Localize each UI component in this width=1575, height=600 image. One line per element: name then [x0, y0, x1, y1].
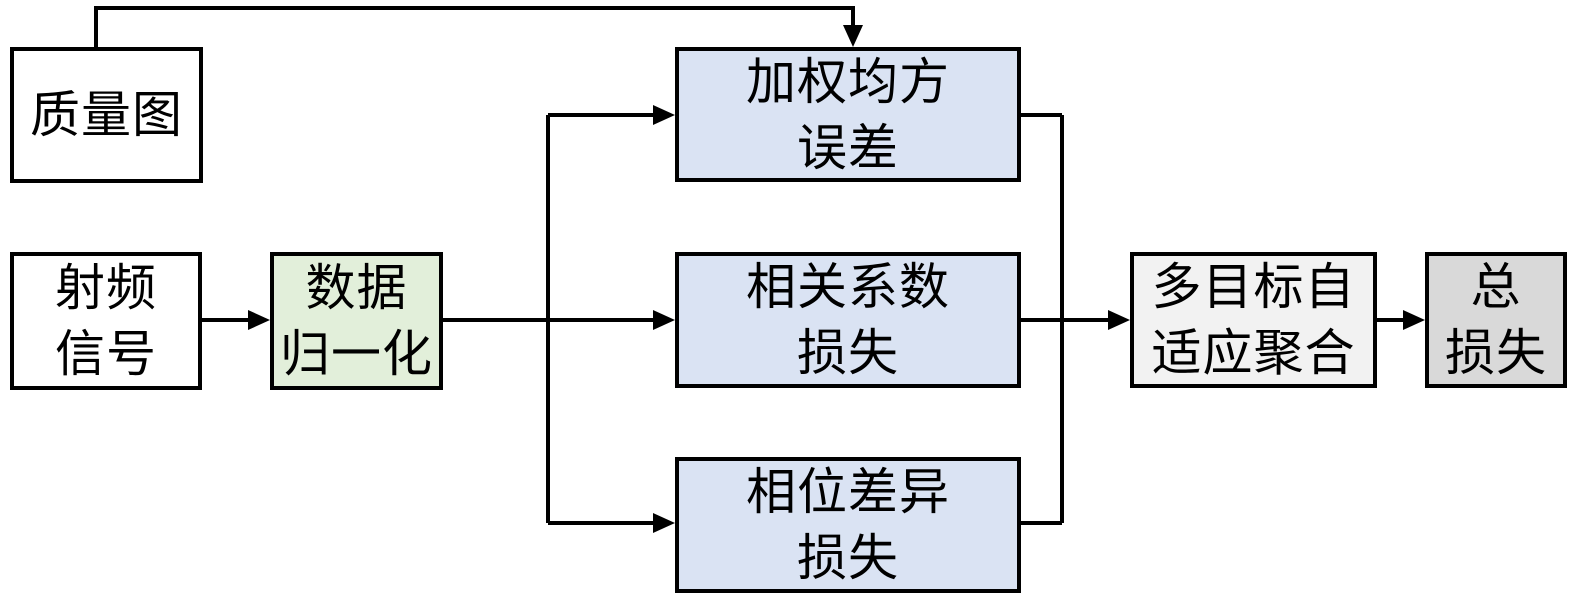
arrowhead-into-multi-objective [1108, 310, 1130, 330]
node-phase-loss: 相位差异 损失 [675, 457, 1021, 593]
node-rf-signal-label-line2: 信号 [55, 326, 157, 382]
node-rf-signal: 射频 信号 [10, 252, 202, 390]
arrowhead-into-normalization [248, 310, 270, 330]
node-multi-objective-label-line1: 多目标自 [1151, 259, 1356, 315]
node-data-normalization-label-line1: 数据 [305, 260, 408, 316]
node-total-loss-label-line1: 总 [1470, 259, 1522, 315]
node-quality-map: 质量图 [10, 47, 203, 183]
node-data-normalization-label-line2: 归一化 [280, 326, 433, 382]
arrowhead-into-weighted-mse [653, 105, 675, 125]
arrowhead-down-weighted-mse [843, 25, 863, 47]
node-total-loss-label-line2: 损失 [1445, 325, 1547, 381]
node-correlation-loss-label-line2: 损失 [797, 325, 899, 381]
node-weighted-mse-label-line2: 误差 [797, 119, 899, 176]
arrowhead-into-phase [653, 513, 675, 533]
arrowhead-into-correlation [653, 310, 675, 330]
node-quality-map-label: 质量图 [30, 87, 183, 143]
node-rf-signal-label-line1: 射频 [55, 260, 157, 316]
node-correlation-loss: 相关系数 损失 [675, 252, 1021, 388]
node-phase-loss-label-line2: 损失 [797, 530, 899, 586]
connector-quality-map-to-weighted-mse [94, 6, 855, 47]
node-multi-objective-label-line2: 适应聚合 [1151, 325, 1356, 381]
node-data-normalization: 数据 归一化 [270, 252, 443, 390]
node-correlation-loss-label-line1: 相关系数 [746, 259, 950, 315]
arrowhead-into-total-loss [1403, 310, 1425, 330]
node-weighted-mse-label-line1: 加权均方 [746, 53, 950, 110]
node-multi-objective: 多目标自 适应聚合 [1130, 252, 1377, 388]
node-total-loss: 总 损失 [1425, 252, 1567, 388]
node-weighted-mse: 加权均方 误差 [675, 47, 1021, 182]
node-phase-loss-label-line1: 相位差异 [746, 464, 950, 520]
